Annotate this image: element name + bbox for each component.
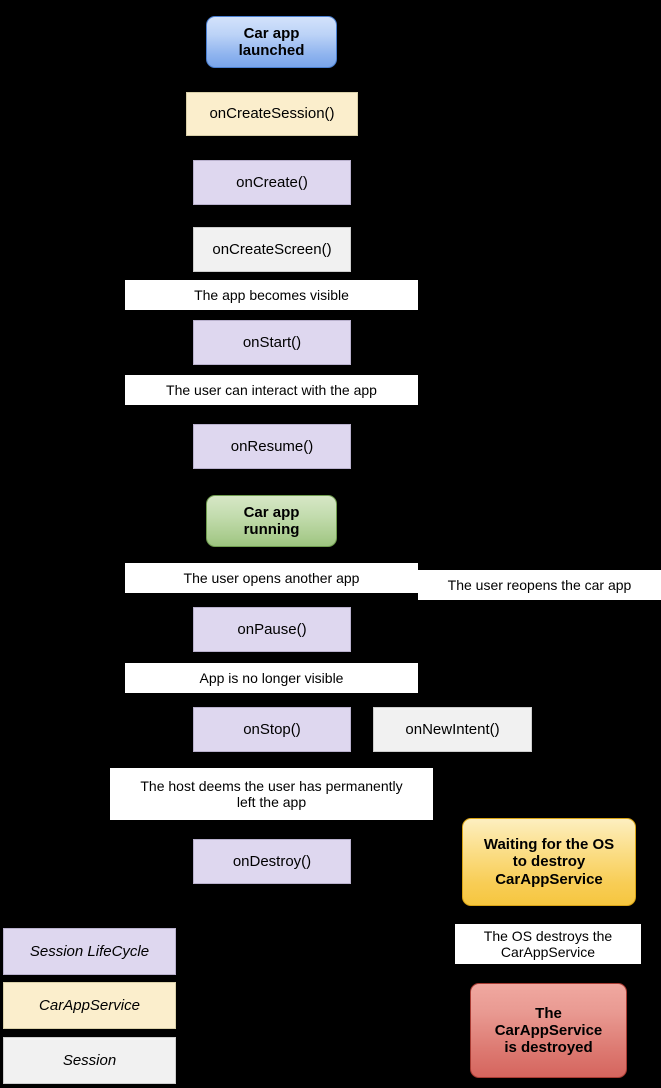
node-on-create: onCreate() (193, 160, 351, 205)
legend-item-legend-car-app-service: CarAppService (3, 982, 176, 1029)
node-on-create-screen: onCreateScreen() (193, 227, 351, 272)
node-label-reopen: The user reopens the car app (418, 570, 661, 600)
node-car-app-running: Car app running (206, 495, 337, 547)
node-car-app-service-destroyed: The CarAppService is destroyed (470, 983, 627, 1078)
node-waiting-for-os: Waiting for the OS to destroy CarAppServ… (462, 818, 636, 906)
edge-create-session-to-create (271, 136, 272, 160)
edge-launch-to-create-session (271, 68, 272, 92)
node-label-open-other: The user opens another app (125, 563, 418, 593)
node-on-pause: onPause() (193, 607, 351, 652)
edge-create-to-create-screen (271, 205, 272, 227)
node-label-app-visible: The app becomes visible (125, 280, 418, 310)
node-on-destroy: onDestroy() (193, 839, 351, 884)
edge-resume-to-running (271, 469, 272, 495)
node-on-new-intent: onNewIntent() (373, 707, 532, 752)
node-on-stop: onStop() (193, 707, 351, 752)
edge-reopen-to-new-intent (452, 600, 453, 707)
legend-item-legend-session: Session (3, 1037, 176, 1084)
legend-item-legend-session-lifecycle: Session LifeCycle (3, 928, 176, 975)
edge-destroy-to-waiting (271, 884, 272, 904)
node-label-os-destroys: The OS destroys the CarAppService (455, 924, 641, 964)
node-on-start: onStart() (193, 320, 351, 365)
node-on-resume: onResume() (193, 424, 351, 469)
node-label-user-interact: The user can interact with the app (125, 375, 418, 405)
node-car-app-launched: Car app launched (206, 16, 337, 68)
node-label-not-visible: App is no longer visible (125, 663, 418, 693)
node-label-host-deems: The host deems the user has permanently … (110, 768, 433, 820)
node-on-create-session: onCreateSession() (186, 92, 358, 136)
